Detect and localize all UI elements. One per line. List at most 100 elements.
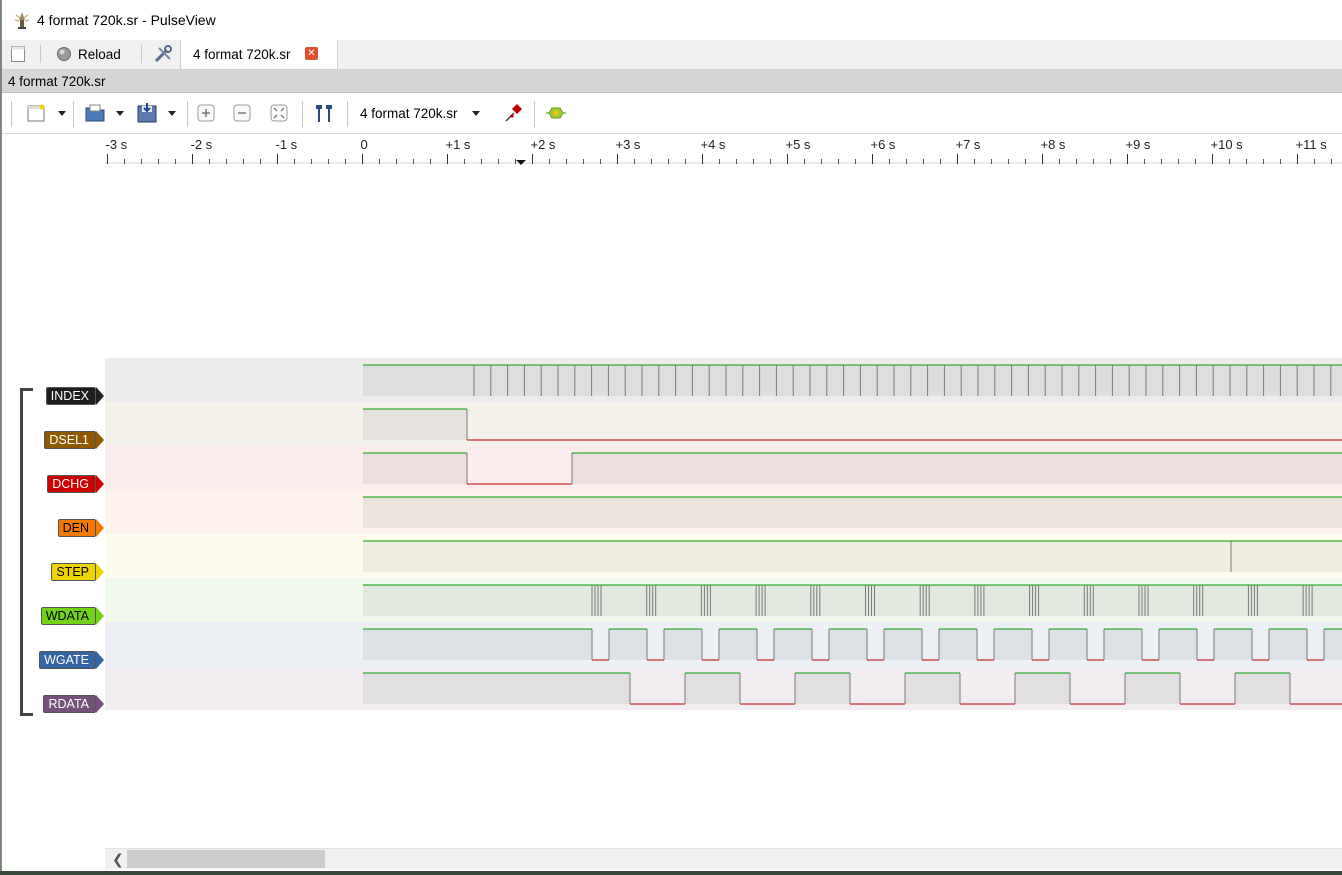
device-selector[interactable]: 4 format 720k.sr [360, 101, 480, 125]
cursors-icon [316, 105, 332, 122]
signal-group-bracket[interactable] [20, 388, 33, 716]
signal-trace [363, 408, 1342, 441]
session-tab-bar: Reload 4 format 720k.sr ✕ [2, 40, 1342, 70]
device-selector-label: 4 format 720k.sr [360, 105, 458, 121]
horizontal-scrollbar[interactable]: ❮ [105, 848, 1342, 869]
ruler-tick-label: +7 s [955, 137, 981, 152]
ruler-tick-label: -2 s [190, 137, 213, 152]
add-decoder-button[interactable] [544, 101, 568, 125]
trace-high-fill [363, 365, 1342, 396]
zoom-in-icon [197, 104, 215, 122]
zoom-in-button[interactable] [196, 101, 216, 125]
scrollbar-thumb[interactable] [127, 850, 325, 868]
cursors-button[interactable] [312, 101, 336, 125]
signal-trace [363, 452, 1342, 485]
trace-high-fill [774, 629, 812, 660]
configure-device-button[interactable] [502, 101, 524, 125]
ruler-tick-label: +5 s [785, 137, 811, 152]
settings-button[interactable] [153, 43, 173, 65]
ruler-tick-label: +3 s [615, 137, 641, 152]
signal-row-index[interactable] [105, 358, 1342, 402]
reload-label: Reload [78, 46, 121, 62]
close-tab-icon[interactable]: ✕ [305, 47, 318, 60]
title-bar: 4 format 720k.sr - PulseView [2, 0, 1342, 40]
signal-trace [363, 584, 1342, 616]
signal-label-wgate[interactable]: WGATE [39, 651, 104, 669]
toolbar-separator [40, 45, 41, 63]
toolbar-separator [73, 101, 74, 127]
trace-high-fill [994, 629, 1032, 660]
reload-button[interactable]: Reload [56, 43, 121, 65]
toolbar-separator [141, 45, 142, 63]
trace-high-fill [1015, 673, 1070, 704]
scroll-left-icon[interactable]: ❮ [112, 851, 124, 867]
trace-high-fill [1125, 673, 1180, 704]
zoom-fit-button[interactable] [269, 101, 289, 125]
trace-high-fill [1269, 629, 1307, 660]
signal-trace [363, 496, 1342, 528]
window-title: 4 format 720k.sr - PulseView [37, 12, 216, 28]
trace-high-fill [1214, 629, 1252, 660]
signal-label-dsel1[interactable]: DSEL1 [44, 431, 104, 449]
ruler-tick-label: +10 s [1210, 137, 1243, 152]
signal-label-den[interactable]: DEN [57, 519, 105, 537]
ruler-ticks [105, 154, 1342, 165]
trace-high-fill [363, 453, 467, 484]
signal-label-dchg[interactable]: DCHG [47, 475, 104, 493]
session-tab[interactable]: 4 format 720k.sr ✕ [180, 40, 338, 69]
signal-row-dsel1[interactable] [105, 402, 1342, 446]
signal-row-den[interactable] [105, 490, 1342, 534]
signal-label-wdata[interactable]: WDATA [40, 607, 105, 625]
trace-high-fill [363, 673, 630, 704]
ruler-tick-label: +4 s [700, 137, 726, 152]
toolbar-separator [187, 101, 188, 127]
toolbar-grip [11, 101, 12, 127]
signal-trace [363, 364, 1342, 396]
zoom-out-icon [233, 104, 251, 122]
toolbar-separator [534, 101, 535, 127]
trace-high-fill [1159, 629, 1197, 660]
new-view-icon [11, 46, 25, 62]
chevron-down-icon[interactable] [116, 110, 124, 116]
new-session-button[interactable] [26, 101, 66, 125]
ruler-tick-label: +11 s [1295, 137, 1327, 152]
ruler-tick-label: +6 s [870, 137, 896, 152]
chevron-down-icon[interactable] [471, 110, 480, 116]
new-view-button[interactable] [10, 43, 26, 65]
open-button[interactable] [84, 101, 124, 125]
save-button[interactable] [136, 101, 176, 125]
ruler-tick-label: +1 s [445, 137, 471, 152]
settings-tools-icon [154, 45, 172, 63]
trace-high-fill [1104, 629, 1142, 660]
zoom-fit-icon [270, 104, 288, 122]
signal-trace [363, 540, 1342, 572]
signal-label-index[interactable]: INDEX [45, 387, 105, 405]
desktop-left-edge [0, 0, 1, 875]
cursor-marker-icon [516, 160, 526, 165]
signal-row-dchg[interactable] [105, 446, 1342, 490]
signal-label-rdata[interactable]: RDATA [43, 695, 104, 713]
desktop-background-strip [0, 871, 1342, 875]
save-file-icon [137, 103, 157, 123]
signal-label-step[interactable]: STEP [51, 563, 104, 581]
signal-row-step[interactable] [105, 534, 1342, 578]
session-label-bar: 4 format 720k.sr [2, 70, 1342, 93]
signal-row-wdata[interactable] [105, 578, 1342, 622]
reload-icon [57, 47, 71, 61]
pulseview-logo-icon [14, 12, 30, 29]
zoom-out-button[interactable] [232, 101, 252, 125]
signal-row-rdata[interactable] [105, 666, 1342, 710]
session-label: 4 format 720k.sr [8, 74, 106, 89]
session-tab-label: 4 format 720k.sr [193, 47, 291, 62]
chevron-down-icon[interactable] [58, 110, 66, 116]
trace-high-fill [363, 585, 1342, 616]
trace-high-fill [884, 629, 922, 660]
trace-high-fill [363, 629, 592, 660]
trace-high-fill [795, 673, 850, 704]
chevron-down-icon[interactable] [168, 110, 176, 116]
signal-row-wgate[interactable] [105, 622, 1342, 666]
toolbar-separator [347, 101, 348, 127]
main-toolbar: 4 format 720k.sr [2, 93, 1342, 134]
signal-trace [363, 672, 1342, 705]
